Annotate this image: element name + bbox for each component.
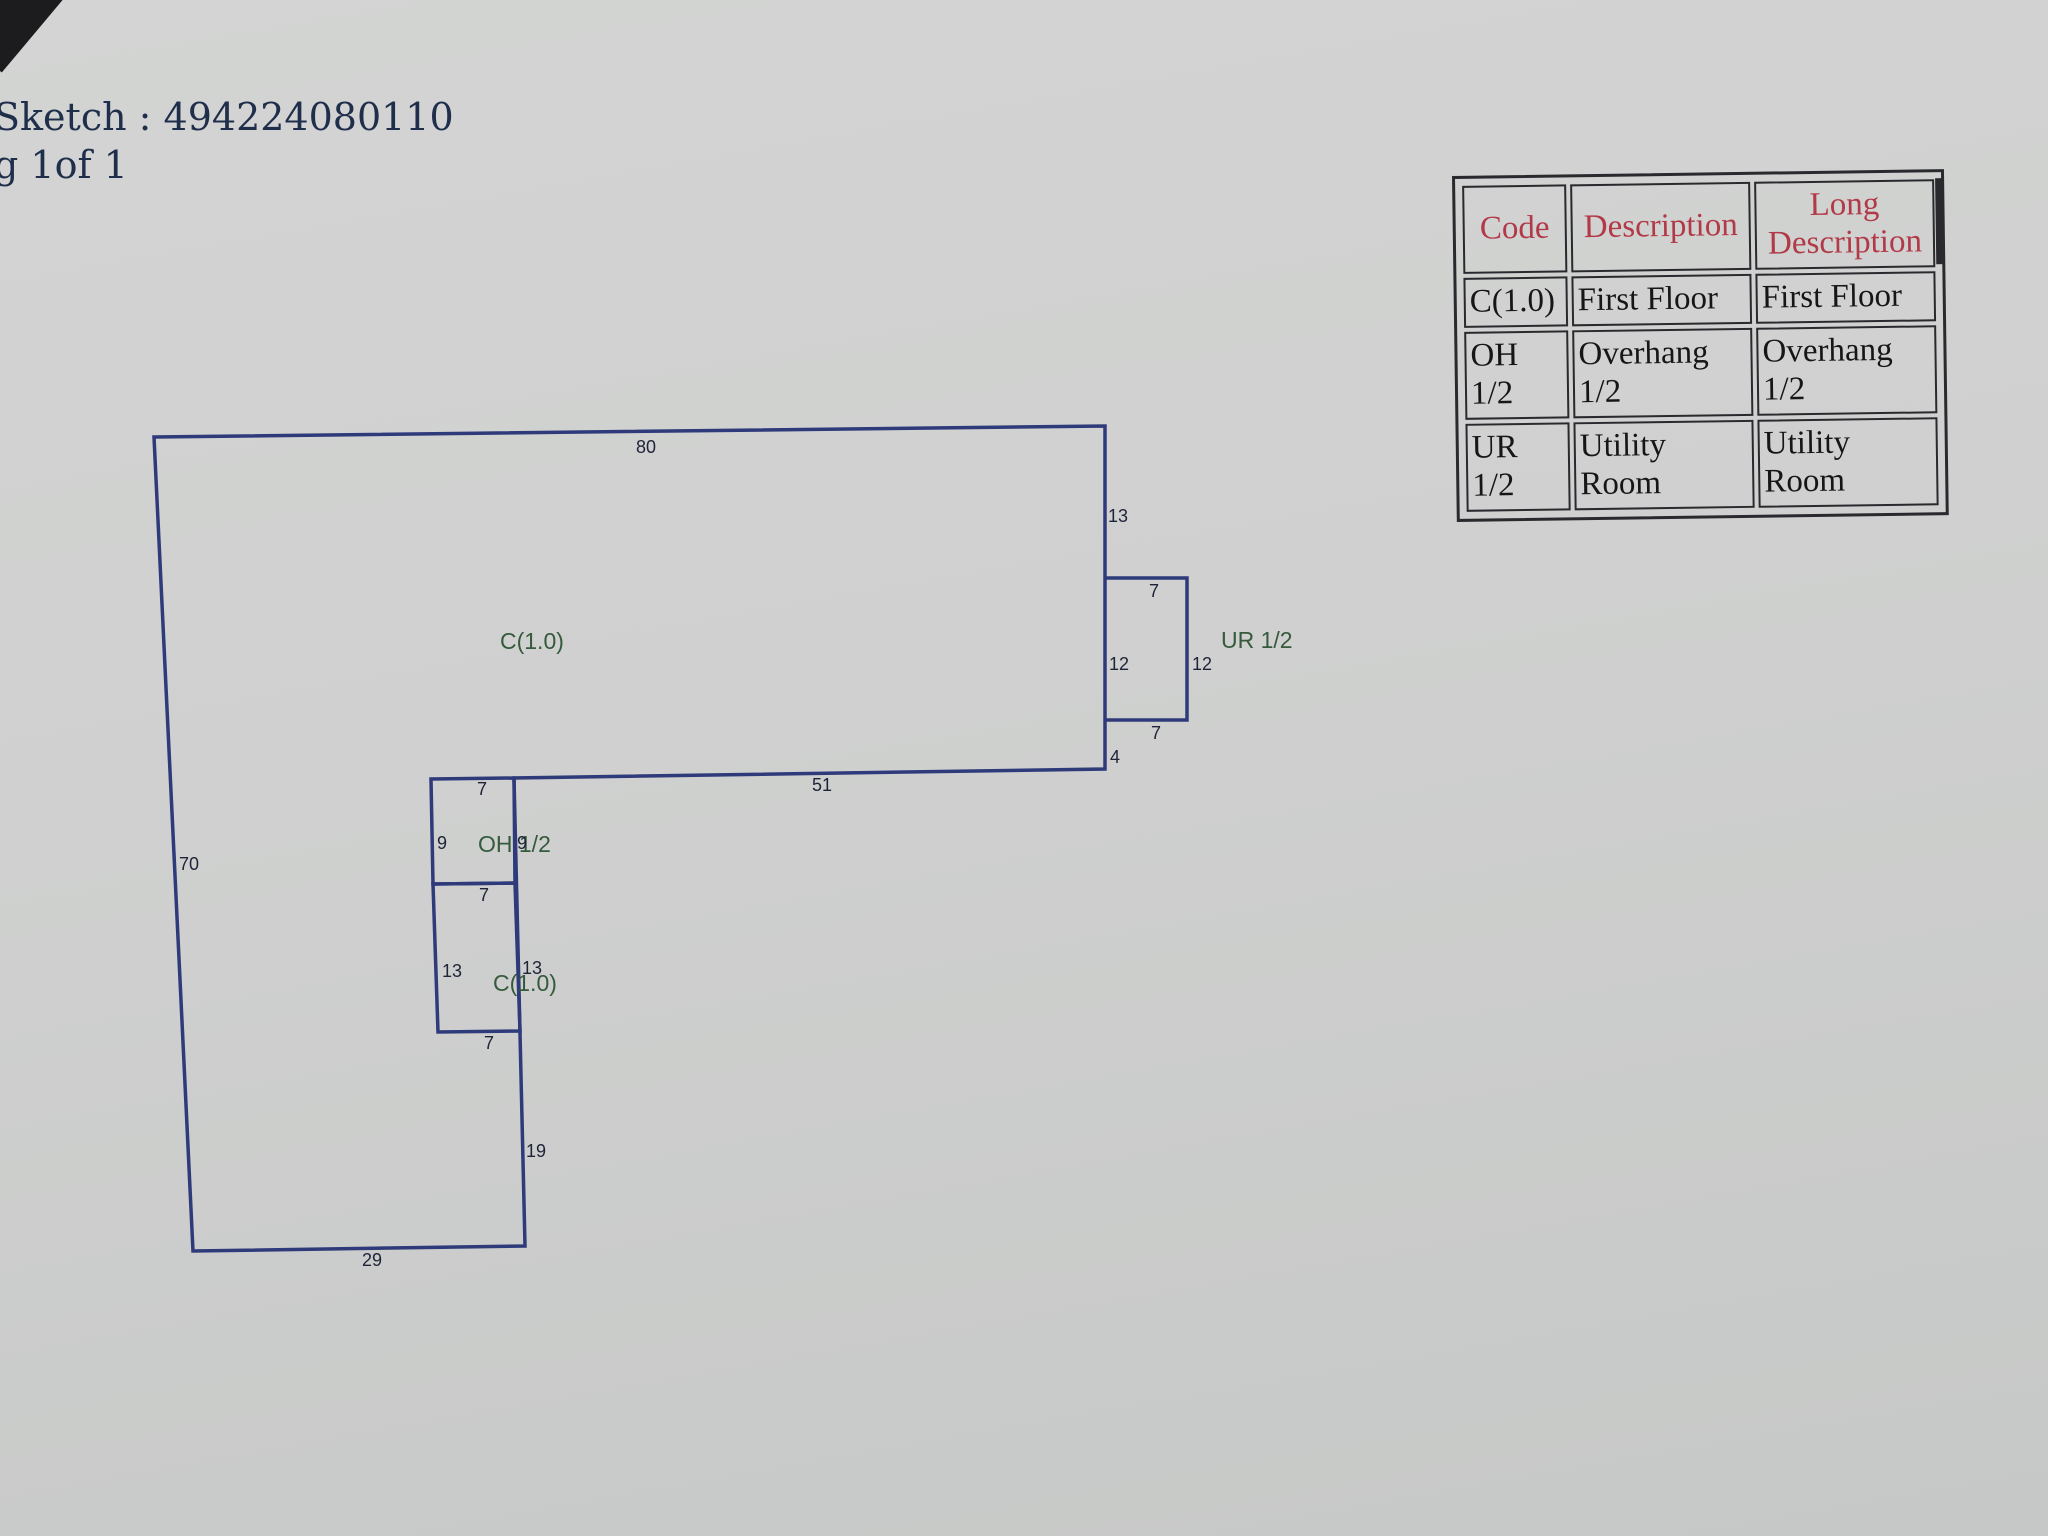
sketch-title: Sketch : 494224080110: [0, 95, 454, 139]
legend-cell-code: C(1.0): [1463, 276, 1569, 328]
legend-table-frame: Code Description Long Description C(1.0)…: [1452, 169, 1949, 522]
dim-ur-left: 12: [1109, 654, 1129, 674]
legend-cell-description: Utility Room: [1573, 419, 1755, 510]
legend-row: UR 1/2 Utility Room Utility Room: [1465, 416, 1939, 512]
dim-ur-top: 7: [1149, 581, 1159, 601]
dim-c-left: 13: [442, 961, 462, 981]
legend-cell-long-description: Overhang 1/2: [1756, 325, 1938, 416]
legend-table: Code Description Long Description C(1.0)…: [1458, 175, 1943, 515]
legend-header-code: Code: [1462, 184, 1568, 274]
legend-row: OH 1/2 Overhang 1/2 Overhang 1/2: [1464, 325, 1938, 420]
legend-header-long-description: Long Description: [1754, 179, 1936, 270]
legend-scrollbar[interactable]: [1935, 178, 1945, 265]
dim-inner-bottom: 51: [812, 775, 832, 795]
dim-bottom: 29: [362, 1250, 382, 1270]
dim-right-lower: 4: [1110, 747, 1120, 767]
dim-lower-right: 19: [526, 1141, 546, 1161]
dim-oh-right: 9: [517, 833, 527, 853]
lower-area-outline: [431, 881, 522, 1034]
area-label-main: C(1.0): [500, 628, 564, 654]
legend-header-row: Code Description Long Description: [1462, 179, 1936, 274]
dim-left: 70: [179, 854, 199, 874]
area-label-lower: C(1.0): [493, 970, 557, 996]
legend-cell-code: OH 1/2: [1464, 330, 1570, 420]
dim-right-upper: 13: [1108, 506, 1128, 526]
dim-ur-bottom: 7: [1151, 723, 1161, 743]
legend-cell-long-description: First Floor: [1755, 271, 1937, 324]
dim-top: 80: [636, 437, 656, 457]
dim-oh-top: 7: [477, 779, 487, 799]
area-label-overhang: OH 1/2: [478, 831, 551, 857]
legend-cell-code: UR 1/2: [1465, 422, 1571, 512]
legend-cell-long-description: Utility Room: [1757, 416, 1939, 508]
dim-oh-left: 9: [437, 833, 447, 853]
legend-cell-description: Overhang 1/2: [1572, 327, 1754, 419]
page-count: g 1of 1: [0, 143, 128, 187]
dim-ur-right: 12: [1192, 654, 1212, 674]
legend-header-description: Description: [1570, 181, 1752, 273]
legend-row: C(1.0) First Floor First Floor: [1463, 271, 1937, 328]
utility-room-outline: [1105, 576, 1189, 722]
main-outline: [152, 424, 1107, 1253]
dim-c-top: 7: [479, 885, 489, 905]
dim-c-bottom: 7: [484, 1033, 494, 1053]
area-label-utility: UR 1/2: [1221, 627, 1293, 653]
legend-cell-description: First Floor: [1571, 273, 1753, 327]
dim-c-right: 13: [522, 958, 542, 978]
